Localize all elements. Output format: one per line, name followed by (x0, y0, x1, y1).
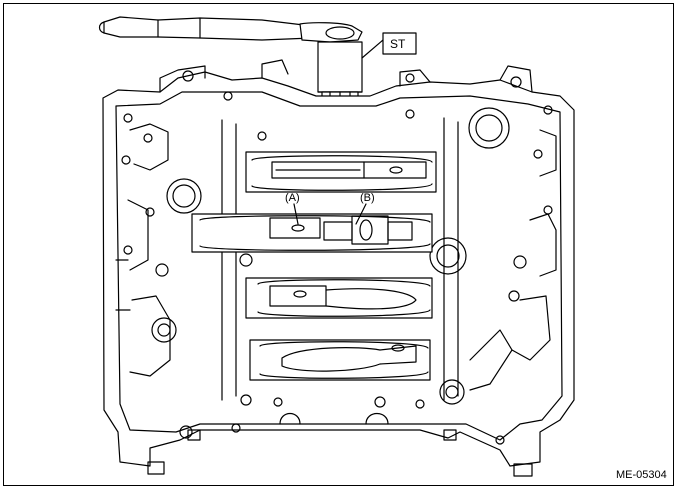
bore-4 (249, 339, 431, 381)
figure-id: ME-05304 (616, 469, 667, 481)
callout-b: (B) (355, 192, 375, 225)
bore-1 (245, 151, 437, 193)
callout-a-label: (A) (285, 192, 300, 204)
bore-3 (245, 277, 433, 319)
bore-2 (191, 213, 433, 253)
ratchet-wrench (98, 16, 363, 43)
callout-b-label: (B) (360, 192, 375, 204)
cylinder-block (102, 59, 575, 477)
callout-a: (A) (285, 192, 300, 225)
tool-label: ST (390, 37, 406, 51)
tool-callout: ST (361, 32, 417, 59)
